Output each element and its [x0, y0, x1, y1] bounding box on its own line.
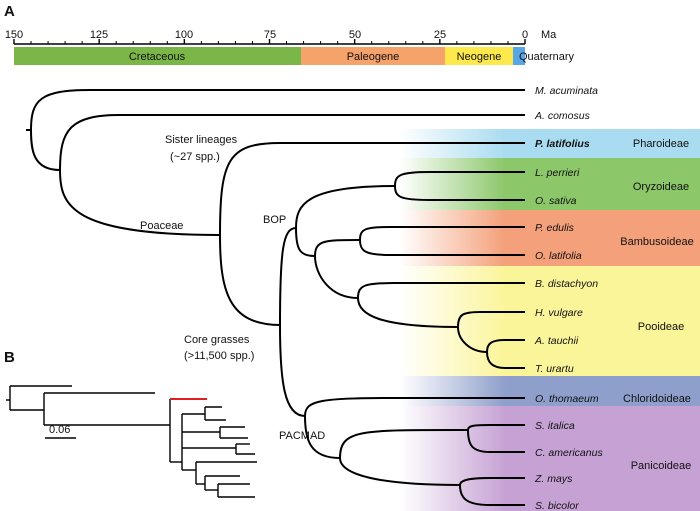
- branch-bop: [279, 227, 297, 326]
- branch-o-thomaeum: [304, 397, 525, 417]
- period-label-cretaceous: Cretaceous: [129, 51, 186, 63]
- branch-bambusoideae: [314, 239, 361, 257]
- time-major-ticks: [13, 39, 526, 44]
- band-chloridoideae: [400, 376, 700, 406]
- tick-label-25: 25: [434, 29, 446, 41]
- branch-m-acuminata: [30, 89, 525, 131]
- node-label-core-grasses: Core grasses: [184, 334, 250, 346]
- period-bar-quaternary: [513, 47, 525, 65]
- node-label-sister-count: (~27 spp.): [170, 151, 220, 163]
- period-bar-paleogene: [301, 47, 445, 65]
- panel-label-b: B: [4, 349, 15, 366]
- taxon-a-comosus: A. comosus: [534, 110, 591, 122]
- subfamily-bands: [400, 129, 700, 511]
- branch-andropogoneae: [339, 457, 461, 486]
- branch-triticeae: [357, 297, 459, 328]
- branch-b-distachyon: [357, 282, 525, 299]
- taxon-s-bicolor: S. bicolor: [535, 500, 579, 511]
- branch-core-grasses: [219, 234, 281, 326]
- branch-z-mays: [459, 477, 525, 486]
- period-bar-cretaceous: [14, 47, 301, 65]
- subfamily-panicoideae: Panicoideae: [631, 460, 692, 472]
- phylogram-b: [6, 385, 257, 498]
- taxon-o-latifolia: O. latifolia: [535, 250, 582, 262]
- branch-h-vulgare: [457, 311, 525, 328]
- taxon-m-acuminata: M. acuminata: [535, 85, 598, 97]
- time-unit-label: Ma: [541, 29, 557, 41]
- subfamily-oryzoideae: Oryzoideae: [633, 181, 689, 193]
- branch-bop-inner: [295, 227, 316, 257]
- taxon-p-edulis: P. edulis: [535, 222, 575, 234]
- subfamily-pooideae: Pooideae: [638, 321, 685, 333]
- node-label-pacmad: PACMAD: [279, 430, 325, 442]
- branch-oryzoideae: [295, 185, 396, 229]
- period-bar-neogene: [445, 47, 513, 65]
- scale-bar-label: 0.06: [49, 424, 70, 436]
- subfamily-chloridoideae: Chloridoideae: [623, 393, 691, 405]
- branch-monocot-stem: [30, 129, 61, 171]
- tick-label-50: 50: [349, 29, 361, 41]
- time-scale: 150 125 100 75 50 25 0 Ma Cretaceous Pal…: [5, 29, 575, 65]
- band-bambusoideae: [400, 210, 700, 266]
- taxon-s-italica: S. italica: [535, 420, 575, 432]
- branch-poaceae: [59, 169, 221, 236]
- band-panicoideae: [400, 406, 700, 511]
- band-pooideae: [400, 266, 700, 376]
- period-label-paleogene: Paleogene: [347, 51, 400, 63]
- subfamily-bambusoideae: Bambusoideae: [620, 236, 693, 248]
- tick-label-100: 100: [175, 29, 193, 41]
- branch-o-sativa: [394, 185, 525, 201]
- branch-p-edulis: [359, 226, 525, 241]
- taxon-z-mays: Z. mays: [534, 473, 573, 485]
- branch-p-latifolius: [219, 142, 525, 236]
- branch-s-italica: [467, 424, 525, 431]
- panel-label-a: A: [4, 3, 15, 20]
- taxon-o-thomaeum: O. thomaeum: [535, 393, 599, 405]
- tick-label-125: 125: [90, 29, 108, 41]
- node-label-bop: BOP: [263, 214, 286, 226]
- branch-a-tauchii: [486, 339, 525, 353]
- node-label-sister-lineages: Sister lineages: [165, 134, 238, 146]
- time-minor-ticks: [30, 41, 509, 44]
- branch-o-latifolia: [359, 239, 525, 256]
- branch-pacmad: [279, 324, 306, 417]
- branch-l-perrieri: [394, 171, 525, 187]
- branch-c-americanus: [467, 429, 525, 453]
- tick-label-150: 150: [5, 29, 23, 41]
- tick-label-75: 75: [264, 29, 276, 41]
- branch-paniceae: [339, 429, 468, 459]
- node-labels: Sister lineages (~27 spp.) Poaceae BOP C…: [140, 134, 325, 442]
- tick-label-0: 0: [522, 29, 528, 41]
- node-label-poaceae: Poaceae: [140, 220, 183, 232]
- taxon-t-urartu: T. urartu: [535, 363, 574, 375]
- period-label-neogene: Neogene: [457, 51, 502, 63]
- branch-pooideae: [314, 255, 359, 299]
- taxon-p-latifolius: P. latifolius: [535, 138, 590, 150]
- subfamily-labels: Pharoideae Oryzoideae Bambusoideae Pooid…: [620, 138, 693, 472]
- branch-a-comosus: [59, 114, 525, 171]
- band-oryzoideae: [400, 158, 700, 210]
- taxon-l-perrieri: L. perrieri: [535, 167, 580, 179]
- node-label-core-count: (>11,500 spp.): [184, 350, 254, 362]
- branch-aegilops-triticum: [457, 326, 488, 353]
- period-label-quaternary: Quaternary: [519, 51, 575, 63]
- subfamily-pharoideae: Pharoideae: [633, 138, 689, 150]
- taxon-c-americanus: C. americanus: [535, 447, 603, 459]
- taxon-a-tauchii: A. tauchii: [534, 335, 579, 347]
- branch-s-bicolor: [459, 484, 525, 506]
- taxon-labels: M. acuminata A. comosus P. latifolius L.…: [534, 85, 603, 511]
- taxon-h-vulgare: H. vulgare: [535, 307, 583, 319]
- branch-panicoideae-stem: [304, 415, 341, 459]
- taxon-b-distachyon: B. distachyon: [535, 278, 598, 290]
- branch-t-urartu: [486, 351, 525, 369]
- phylogenetic-tree: [26, 89, 525, 506]
- taxon-o-sativa: O. sativa: [535, 195, 577, 207]
